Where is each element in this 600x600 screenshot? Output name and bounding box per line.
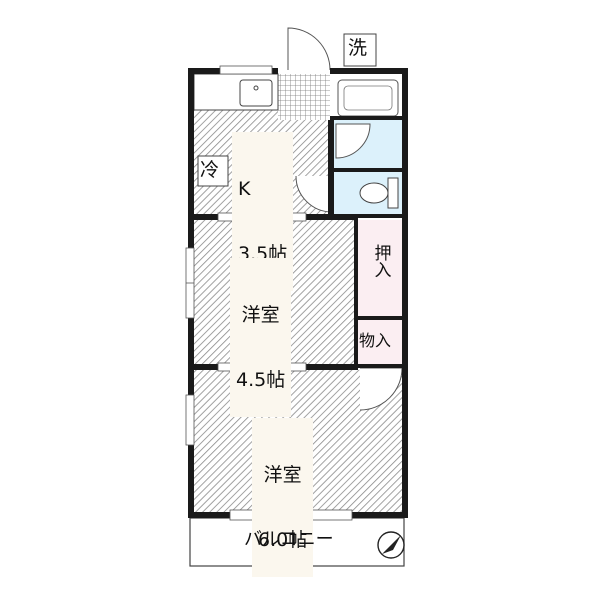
closet-floor bbox=[358, 220, 402, 316]
room2-door-arc bbox=[359, 367, 403, 411]
north-arrow-icon bbox=[377, 531, 405, 559]
closet-label: 押入 bbox=[370, 244, 391, 278]
kitchen-sink bbox=[239, 79, 273, 107]
western-room-1-name: 洋室 bbox=[241, 303, 280, 326]
sink-drain-icon bbox=[253, 85, 259, 91]
western-room-1-label: 洋室 4.5帖 bbox=[230, 258, 292, 417]
toilet-tank bbox=[387, 177, 399, 209]
toilet-bowl-icon bbox=[359, 182, 389, 204]
western-room-2-size: 6.0帖 bbox=[258, 529, 308, 552]
western-room-1-size: 4.5帖 bbox=[236, 369, 286, 392]
bathtub-inner bbox=[343, 85, 393, 111]
storage-floor bbox=[358, 320, 402, 364]
washer-label: 洗 bbox=[348, 37, 368, 59]
western-room-2-name: 洋室 bbox=[263, 463, 302, 486]
entrance-door-arc bbox=[287, 27, 331, 71]
storage-label: 物入 bbox=[359, 331, 392, 350]
kitchen-name: K bbox=[238, 177, 251, 200]
washer-box bbox=[343, 33, 377, 67]
balcony-label: バルコニー bbox=[244, 529, 334, 550]
western-room-2-label: 洋室 6.0帖 bbox=[252, 418, 314, 577]
entrance-floor bbox=[278, 74, 330, 120]
fridge-label: 冷 bbox=[200, 159, 220, 181]
bath-door-arc bbox=[335, 123, 371, 159]
fridge-box bbox=[197, 155, 229, 187]
